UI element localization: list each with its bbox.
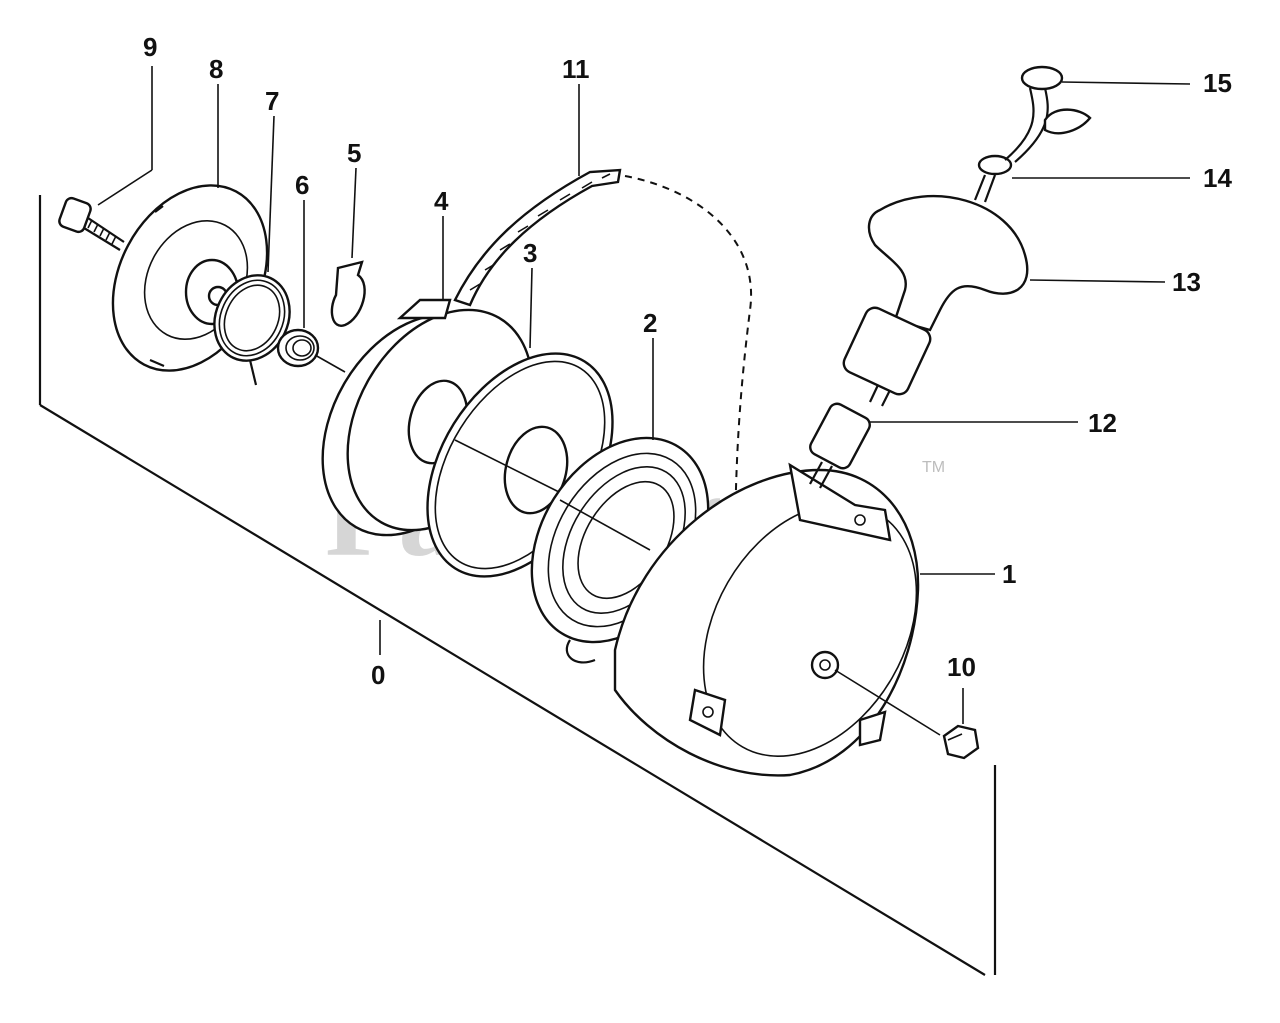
callout-1: 1 (1002, 559, 1016, 589)
part-6-small-spring (276, 328, 346, 373)
callout-7: 7 (265, 86, 279, 116)
callout-2: 2 (643, 308, 657, 338)
callout-8: 8 (209, 54, 223, 84)
part-11-rope (453, 168, 753, 561)
callouts: 9 8 7 6 5 4 3 2 11 0 1 12 13 14 15 10 (143, 32, 1232, 690)
callout-10: 10 (947, 652, 976, 682)
callout-14: 14 (1203, 163, 1232, 193)
callout-4: 4 (434, 186, 449, 216)
callout-0: 0 (371, 660, 385, 690)
callout-12: 12 (1088, 408, 1117, 438)
part-15-cap (1004, 65, 1092, 163)
callout-13: 13 (1172, 267, 1201, 297)
callout-5: 5 (347, 138, 361, 168)
callout-9: 9 (143, 32, 157, 62)
callout-3: 3 (523, 238, 537, 268)
watermark-trademark: TM (922, 459, 945, 476)
part-14-washer (973, 154, 1013, 203)
callout-15: 15 (1203, 68, 1232, 98)
part-9-bolt (58, 196, 125, 251)
assembly-bracket (38, 195, 997, 976)
part-1-housing (613, 462, 941, 777)
callout-11: 11 (562, 54, 590, 84)
part-13-handle (842, 194, 1029, 407)
part-5-clip (330, 260, 366, 327)
part-12-guide (809, 402, 871, 489)
part-10-nut (942, 724, 980, 760)
callout-6: 6 (295, 170, 309, 200)
leader-lines (97, 66, 1191, 724)
